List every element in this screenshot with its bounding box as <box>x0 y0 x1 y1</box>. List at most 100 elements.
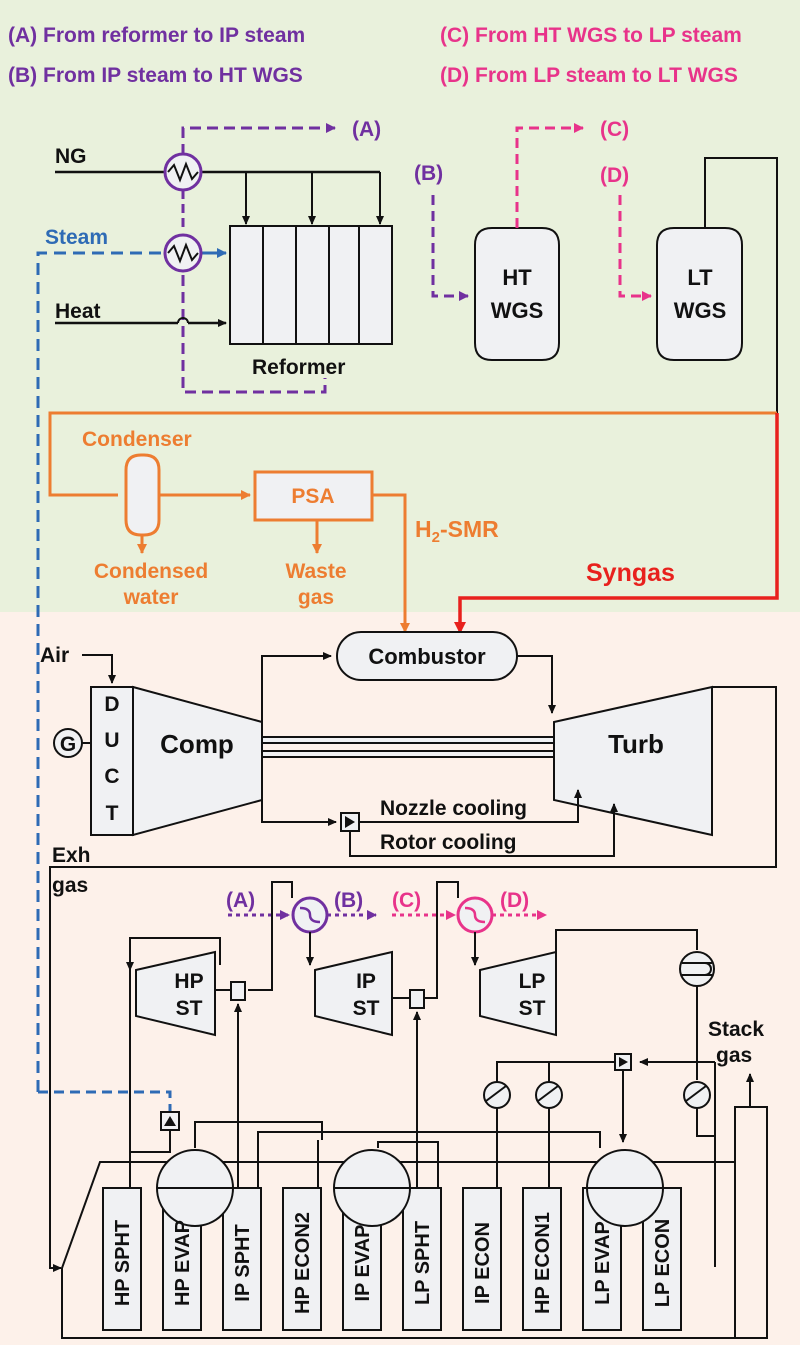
splitter-arrow-icon <box>619 1057 628 1067</box>
condenser-label: Condenser <box>82 428 192 451</box>
legend-c: (C) From HT WGS to LP steam <box>440 24 742 47</box>
air-to-combustor-line <box>261 652 332 722</box>
hrsg-module-hp-econ2 <box>282 1187 322 1331</box>
splitter-arrow-icon <box>164 1116 176 1126</box>
duct-letter-d: D <box>104 693 119 716</box>
hp-pump-icon <box>535 1081 563 1109</box>
hp-drum <box>156 1149 234 1227</box>
ng-label: NG <box>55 145 87 168</box>
legend-a: (A) From reformer to IP steam <box>8 24 305 47</box>
splitter-arrow-icon <box>345 816 355 828</box>
tag-d-reforming: (D) <box>600 164 629 187</box>
hrsg-label-hp-econ2: HP ECON2 <box>292 1212 314 1314</box>
compressor-label: Comp <box>160 729 234 759</box>
turbine-label: Turb <box>608 729 664 759</box>
psa-label: PSA <box>291 485 334 508</box>
turbine <box>553 685 713 837</box>
hx-coil-icon <box>299 906 321 924</box>
lt-wgs-outlet-line <box>704 157 778 413</box>
ip-drum <box>333 1149 411 1227</box>
steam-condenser-icon <box>679 951 715 987</box>
lt-wgs-label-2: WGS <box>674 298 727 323</box>
reformer-label: Reformer <box>252 356 345 379</box>
lt-wgs-reactor <box>656 227 743 361</box>
tag-a-steam: (A) <box>226 889 255 912</box>
hp-mixer <box>230 981 246 1001</box>
condenser-vessel <box>124 453 161 537</box>
ip-st-label-1: IP <box>356 970 376 993</box>
pump-blade-icon <box>485 1085 507 1102</box>
stack-gas-label-1: Stack <box>708 1018 764 1041</box>
lt-wgs-label-1: LT <box>687 265 713 290</box>
condensed-water-label-2: water <box>123 586 179 609</box>
syngas-line <box>454 413 779 634</box>
shaft-lower <box>261 750 555 758</box>
hx-coil-icon <box>464 906 486 924</box>
hrsg-label-ip-spht: IP SPHT <box>232 1224 254 1301</box>
condenser-coil-icon <box>682 962 712 976</box>
combustor-label: Combustor <box>368 644 486 669</box>
hrsg-module-hp-spht <box>102 1187 142 1331</box>
hrsg-casing <box>61 1161 736 1339</box>
hrsg-module-lp-spht <box>402 1187 442 1331</box>
line-jump <box>177 317 189 324</box>
steam-supply-line <box>36 251 165 1092</box>
hx-coil-icon <box>167 161 199 183</box>
hrsg-label-ip-evap: IP EVAP <box>352 1224 374 1301</box>
exhaust-gas-line <box>49 686 777 1272</box>
steam-label: Steam <box>45 226 108 249</box>
ht-wgs-label-1: HT <box>502 265 532 290</box>
lp-drum <box>586 1149 664 1227</box>
tag-b-reforming: (B) <box>414 162 443 185</box>
lp-exhaust-line <box>555 929 698 960</box>
lp-st-label-2: ST <box>519 997 546 1020</box>
nozzle-cooling-label: Nozzle cooling <box>380 797 527 820</box>
hrsg-module-ip-spht <box>222 1187 262 1331</box>
cooling-bleed-line <box>261 800 337 826</box>
h2-smr-label: H2-SMR <box>415 516 499 546</box>
combustor-to-turbine-line <box>517 655 556 714</box>
hp-steam-line <box>129 937 221 1267</box>
syngas-to-condenser-line <box>48 411 777 497</box>
hrsg-module-hp-econ1 <box>522 1187 562 1331</box>
ip-mixer <box>409 989 425 1009</box>
shaft-upper <box>261 736 555 744</box>
exhaust-label-1: Exh <box>52 844 91 867</box>
hp-exhaust-line <box>248 881 293 991</box>
hp-st-label-1: HP <box>174 970 203 993</box>
duct-letter-t: T <box>106 802 119 825</box>
stack-gas-label-2: gas <box>716 1044 752 1067</box>
ip-exhaust-line <box>420 881 459 999</box>
lp-steam-turbine <box>479 950 557 1037</box>
ip-steam-turbine <box>314 950 393 1037</box>
hrsg-label-lp-evap: LP EVAP <box>592 1221 614 1305</box>
duct-letter-u: U <box>104 729 119 752</box>
condensed-water-label-1: Condensed <box>94 560 208 583</box>
tag-b-steam: (B) <box>334 889 363 912</box>
hrsg-label-hp-econ1: HP ECON1 <box>532 1212 554 1314</box>
hrsg-label-lp-spht: LP SPHT <box>412 1221 434 1305</box>
nozzle-cooling-line <box>359 789 582 823</box>
ip-pump-icon <box>483 1081 511 1109</box>
hrsg-label-lp-econ: LP ECON <box>652 1219 674 1308</box>
waste-gas-label-1: Waste <box>285 560 346 583</box>
tag-c-steam: (C) <box>392 889 421 912</box>
legend-d: (D) From LP steam to LT WGS <box>440 64 738 87</box>
pump-blade-icon <box>537 1085 559 1102</box>
duct-letter-c: C <box>104 765 119 788</box>
ip-st-label-2: ST <box>353 997 380 1020</box>
lt-wgs-feed-line <box>618 195 652 301</box>
hp-drum-to-spht <box>130 1130 171 1153</box>
inlet-duct <box>90 686 134 836</box>
condensate-to-lp-econ <box>696 1108 716 1267</box>
exhaust-label-2: gas <box>52 874 88 897</box>
generator-label: G <box>60 733 76 756</box>
heat-label: Heat <box>55 300 101 323</box>
hrsg-label-hp-evap: HP EVAP <box>172 1220 194 1306</box>
reformer <box>229 225 393 345</box>
ht-wgs-label-2: WGS <box>491 298 544 323</box>
psa-unit <box>253 470 374 522</box>
syngas-label: Syngas <box>586 559 675 587</box>
